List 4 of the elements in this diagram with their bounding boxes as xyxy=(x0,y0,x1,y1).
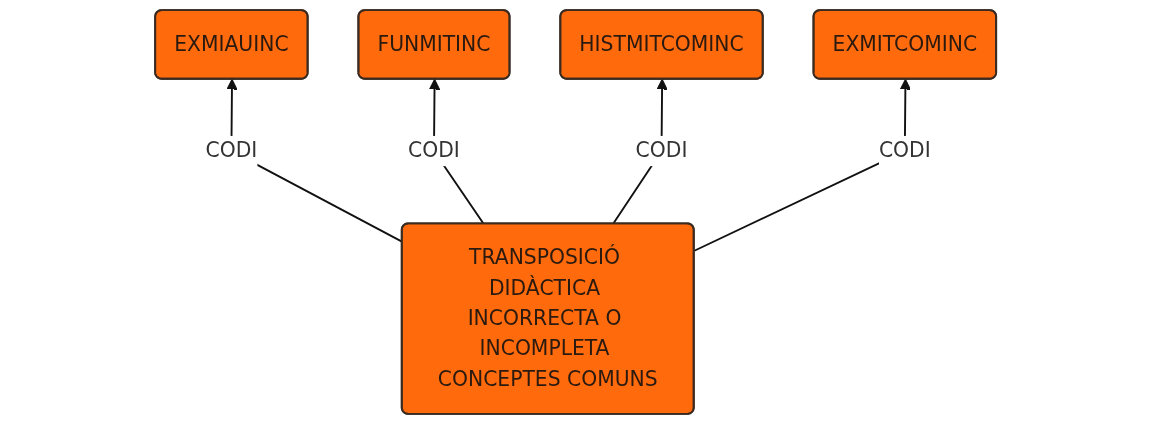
edge-label: CODI xyxy=(878,138,931,163)
edge-label: CODI xyxy=(635,138,688,163)
edge-label: CODI xyxy=(407,138,460,163)
edge-label: CODI xyxy=(205,138,258,163)
